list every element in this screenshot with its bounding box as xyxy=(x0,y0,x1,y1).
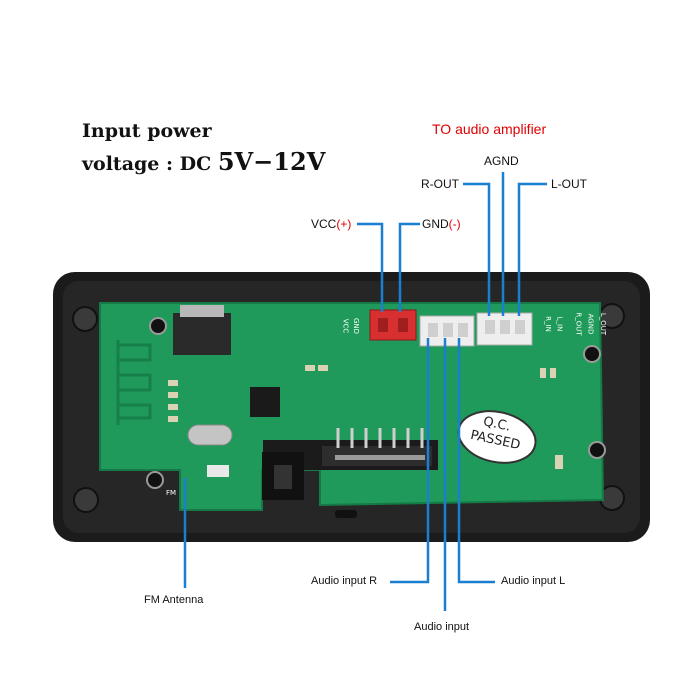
gnd-sign: (-) xyxy=(448,217,461,231)
pcb-screw-bl xyxy=(146,471,164,489)
gnd-text: GND xyxy=(422,217,449,231)
silk-fm: FM xyxy=(166,489,177,497)
voltage-regulator xyxy=(173,313,231,355)
pcb-screw-br xyxy=(588,441,606,459)
power-connector xyxy=(369,309,417,341)
l-out-pointer xyxy=(517,182,547,316)
gnd-label: GND(-) xyxy=(422,217,461,231)
voltage-range: 5V−12V xyxy=(217,147,326,176)
audio-input-l-label: Audio input L xyxy=(501,575,566,587)
silk-r-in: R_IN xyxy=(543,316,552,332)
fm-antenna-label: FM Antenna xyxy=(144,594,204,606)
agnd-label: AGND xyxy=(484,154,519,168)
crystal-oscillator xyxy=(187,424,233,446)
audio-input-label: Audio input xyxy=(414,621,470,633)
power-heading-line1: Input power xyxy=(82,120,212,142)
voltage-prefix: voltage : DC xyxy=(82,153,212,175)
main-ic xyxy=(250,387,280,417)
audio-input-l-pointer xyxy=(457,338,495,584)
amplifier-title: TO audio amplifier xyxy=(432,121,547,137)
r-out-label: R-OUT xyxy=(421,177,459,191)
audio-input-r-label: Audio input R xyxy=(311,575,378,587)
gnd-pointer xyxy=(398,222,420,312)
vcc-label: VCC(+) xyxy=(311,217,351,231)
frame-hole-tl xyxy=(72,306,98,332)
audio-input-r-pointer xyxy=(390,338,430,584)
pcb-antenna-trace xyxy=(116,340,152,425)
vcc-pointer xyxy=(357,222,384,312)
silk-l-in: L_IN xyxy=(555,316,564,332)
r-out-pointer xyxy=(463,182,491,316)
vcc-text: VCC xyxy=(311,217,337,231)
silk-l-out: L_OUT xyxy=(599,312,608,336)
l-out-label: L-OUT xyxy=(551,177,587,191)
vcc-sign: (+) xyxy=(336,217,352,231)
silk-vcc: VCC xyxy=(341,318,350,334)
power-heading-line2: voltage : DC 5V−12V xyxy=(82,147,325,176)
frame-hole-bl xyxy=(73,487,99,513)
silk-r-out: R_OUT xyxy=(574,312,583,336)
silk-agnd: AGND xyxy=(586,313,595,335)
pcb-screw-tl xyxy=(149,317,167,335)
silk-gnd: GND xyxy=(352,317,361,335)
pcb-screw-tr xyxy=(583,345,601,363)
